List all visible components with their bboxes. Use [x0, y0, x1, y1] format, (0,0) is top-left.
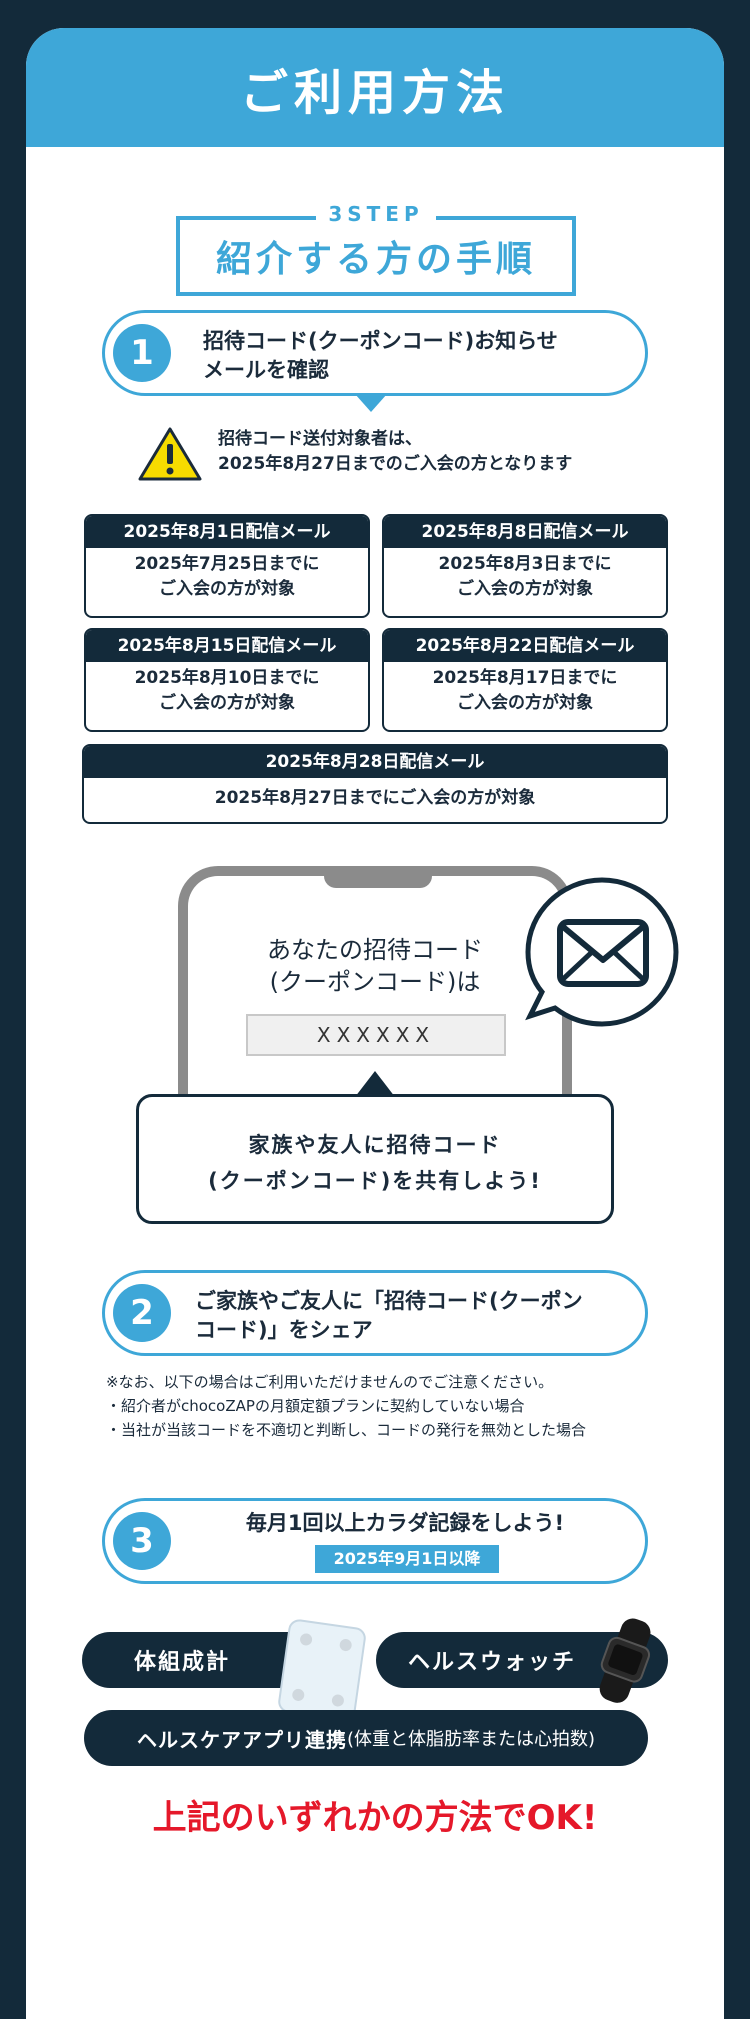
note-line: ・紹介者がchocoZAPの月額定額プランに契約していない場合 [106, 1397, 525, 1415]
step-number: 3 [113, 1512, 171, 1570]
warning: 招待コード送付対象者は、 2025年8月27日までのご入会の方となります [138, 423, 658, 483]
step-text: 毎月1回以上カラダ記録をしよう! [245, 1511, 565, 1535]
conclusion-text: 上記のいずれかの方法でOK! [152, 1798, 598, 1838]
schedule-header: 2025年8月1日配信メール [86, 516, 368, 548]
schedule-line: ご入会の方が対象 [457, 579, 593, 599]
warning-text: 招待コード送付対象者は、 2025年8月27日までのご入会の方となります [218, 427, 572, 477]
schedule-line: 2025年8月3日までに [438, 554, 612, 574]
watch-icon [599, 1618, 651, 1703]
scale-icon [278, 1619, 366, 1721]
schedule-body: 2025年8月3日までに ご入会の方が対象 [384, 548, 666, 602]
method-note: (体重と体脂肪率または心拍数) [346, 1729, 596, 1750]
step-1: 1 招待コード(クーポンコード)お知らせ メールを確認 [102, 310, 648, 412]
schedule-line: ご入会の方が対象 [457, 693, 593, 713]
step-number: 2 [113, 1284, 171, 1342]
step-number: 1 [113, 324, 171, 382]
method-app: ヘルスケアアプリ連携 (体重と体脂肪率または心拍数) [84, 1710, 648, 1766]
date-badge: 2025年9月1日以降 [315, 1545, 499, 1573]
share-text: 家族や友人に招待コード (クーポンコード)を共有しよう! [139, 1127, 611, 1199]
step-2: 2 ご家族やご友人に「招待コード(クーポン コード)」をシェア [102, 1270, 648, 1356]
notes: ※なお、以下の場合はご利用いただけませんのでご注意ください。 ・紹介者がchoc… [106, 1370, 586, 1442]
mail-bubble-icon [525, 877, 679, 1027]
step-3: 3 毎月1回以上カラダ記録をしよう! 2025年9月1日以降 [102, 1498, 648, 1584]
schedule-line: ご入会の方が対象 [159, 579, 295, 599]
page-title: ご利用方法 [239, 64, 510, 121]
method-label: ヘルスケアアプリ連携 [136, 1727, 347, 1752]
schedule-line: 2025年8月27日までにご入会の方が対象 [214, 788, 536, 808]
schedule-box: 2025年8月1日配信メール 2025年7月25日までに ご入会の方が対象 [84, 514, 370, 618]
step-text-line: ご家族やご友人に「招待コード(クーポン [195, 1289, 583, 1313]
steps-title-text: 紹介する方の手順 [215, 239, 536, 280]
schedule-line: 2025年8月10日までに [134, 668, 320, 688]
schedule-body: 2025年8月10日までに ご入会の方が対象 [86, 662, 368, 716]
schedule-body: 2025年8月27日までにご入会の方が対象 [84, 778, 666, 811]
schedule-line: 2025年8月17日までに [432, 668, 618, 688]
schedule-header: 2025年8月28日配信メール [84, 746, 666, 778]
schedule-body: 2025年7月25日までに ご入会の方が対象 [86, 548, 368, 602]
warning-line: 2025年8月27日までのご入会の方となります [218, 454, 573, 474]
header: ご利用方法 [26, 28, 724, 147]
phone-notch [324, 866, 432, 888]
schedule-box: 2025年8月22日配信メール 2025年8月17日までに ご入会の方が対象 [382, 628, 668, 732]
steps-title: 紹介する方の手順 3STEP [176, 178, 576, 296]
schedule-line: ご入会の方が対象 [159, 693, 295, 713]
warning-icon [138, 427, 202, 481]
schedule-body: 2025年8月17日までに ご入会の方が対象 [384, 662, 666, 716]
schedule-header: 2025年8月8日配信メール [384, 516, 666, 548]
phone-prompt-line: あなたの招待コード [267, 936, 483, 964]
schedule-box: 2025年8月8日配信メール 2025年8月3日までに ご入会の方が対象 [382, 514, 668, 618]
step-text: 招待コード(クーポンコード)お知らせ メールを確認 [203, 327, 615, 385]
step-text: ご家族やご友人に「招待コード(クーポン コード)」をシェア [195, 1287, 615, 1345]
steps-label: 3STEP [316, 202, 436, 230]
schedule-box: 2025年8月15日配信メール 2025年8月10日までに ご入会の方が対象 [84, 628, 370, 732]
phone-illustration: あなたの招待コード (クーポンコード)は XXXXXX [178, 866, 572, 1136]
note-line: ・当社が当該コードを不適切と判断し、コードの発行を無効とした場合 [106, 1421, 587, 1439]
schedule-header: 2025年8月22日配信メール [384, 630, 666, 662]
step-text-line: 招待コード(クーポンコード)お知らせ [203, 329, 558, 353]
step-pointer [355, 394, 387, 412]
step-text-line: コード)」をシェア [195, 1318, 373, 1342]
phone-prompt-line: (クーポンコード)は [269, 968, 481, 996]
method-label: ヘルスウォッチ [408, 1650, 577, 1675]
note-line: ※なお、以下の場合はご利用いただけませんのでご注意ください。 [106, 1373, 554, 1391]
share-line: (クーポンコード)を共有しよう! [208, 1169, 542, 1193]
warning-line: 招待コード送付対象者は、 [218, 429, 422, 449]
share-line: 家族や友人に招待コード [248, 1133, 502, 1157]
method-label: 体組成計 [134, 1650, 231, 1675]
phone-prompt: あなたの招待コード (クーポンコード)は [188, 934, 562, 998]
usage-card: ご利用方法 紹介する方の手順 3STEP 1 招待コード(クーポンコード)お知ら… [26, 28, 724, 2019]
step-text-line: メールを確認 [203, 358, 329, 382]
schedule-line: 2025年7月25日までに [134, 554, 320, 574]
share-pointer [355, 1071, 395, 1097]
schedule-box-wide: 2025年8月28日配信メール 2025年8月27日までにご入会の方が対象 [82, 744, 668, 824]
coupon-code-display: XXXXXX [246, 1014, 506, 1056]
share-callout: 家族や友人に招待コード (クーポンコード)を共有しよう! [136, 1071, 614, 1224]
schedule-header: 2025年8月15日配信メール [86, 630, 368, 662]
